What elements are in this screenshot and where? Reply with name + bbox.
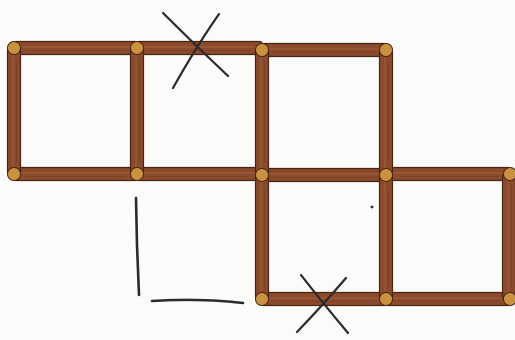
- match-head-11: [380, 293, 393, 306]
- matchstick-top-left: [14, 42, 137, 55]
- match-head-12: [504, 293, 515, 306]
- matchstick-inner-left: [131, 48, 144, 174]
- matchstick-inner-right-bottom: [380, 175, 393, 299]
- match-head-3: [256, 44, 269, 57]
- match-head-1: [8, 42, 21, 55]
- matchstick-inner-center-top: [256, 48, 269, 175]
- matchstick-middle-right: [386, 168, 510, 181]
- matchstick-bottom-right: [386, 293, 510, 306]
- matchstick-inner-right-top: [380, 50, 393, 175]
- matchstick-middle-center: [262, 169, 386, 182]
- matchstick-right: [503, 174, 515, 299]
- matchstick-inner-center-bottom: [256, 175, 269, 299]
- matchstick-top-right: [262, 44, 386, 57]
- match-head-8: [380, 169, 393, 182]
- match-head-4: [380, 44, 393, 57]
- match-head-9: [504, 168, 515, 181]
- match-head-10: [256, 293, 269, 306]
- pencil-dot: [371, 206, 374, 209]
- matchstick-middle-center-left: [137, 168, 262, 181]
- match-head-7: [256, 169, 269, 182]
- match-head-5: [8, 168, 21, 181]
- matchstick-middle-left: [14, 168, 137, 181]
- match-head-6: [131, 168, 144, 181]
- match-head-2: [131, 42, 144, 55]
- matchstick-left: [8, 48, 21, 174]
